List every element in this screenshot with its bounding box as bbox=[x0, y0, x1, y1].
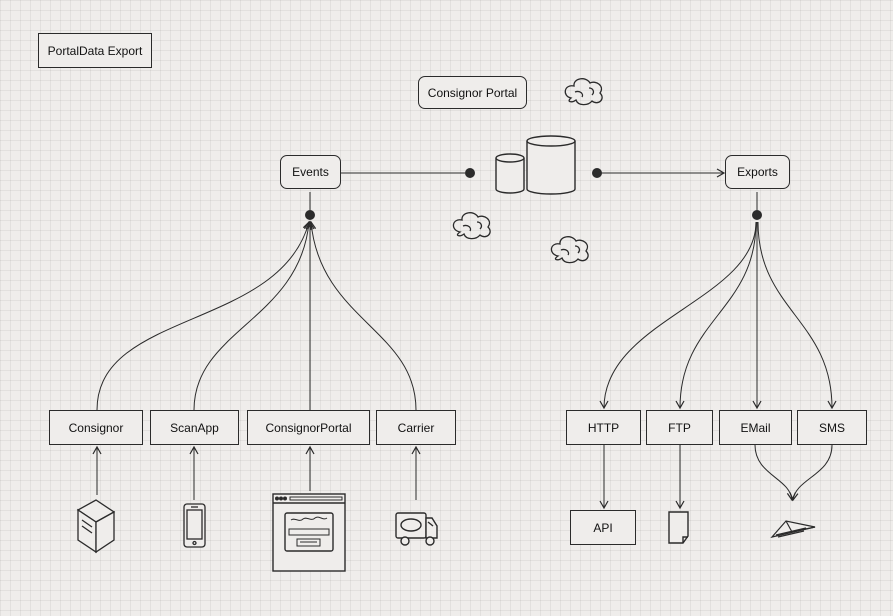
mobile-phone-icon bbox=[183, 503, 206, 548]
channel-sms: SMS bbox=[797, 410, 867, 445]
cloud-icon bbox=[550, 236, 589, 264]
exports-to-sms-line bbox=[757, 221, 837, 410]
web-browser-icon bbox=[272, 493, 346, 572]
consignor-portal-label: Consignor Portal bbox=[418, 76, 527, 109]
file-icon bbox=[668, 511, 689, 544]
paper-plane-icon bbox=[770, 520, 816, 539]
channel-email: EMail bbox=[719, 410, 792, 445]
sms-to-send-line bbox=[789, 444, 833, 502]
cloud-icon bbox=[564, 78, 603, 106]
cloud-icon bbox=[452, 212, 491, 240]
email-to-send-line bbox=[754, 444, 796, 502]
events-junction-dot bbox=[465, 168, 475, 178]
source-scanapp: ScanApp bbox=[150, 410, 239, 445]
scanapp-to-events-line bbox=[193, 220, 313, 411]
consignor-to-events-line bbox=[96, 220, 312, 411]
exports-branch-dot bbox=[752, 210, 762, 220]
exports-to-http-line bbox=[599, 221, 757, 410]
exports-to-ftp-line bbox=[675, 221, 757, 410]
diagram-title: PortalData Export bbox=[38, 33, 152, 68]
channel-http: HTTP bbox=[566, 410, 641, 445]
source-carrier: Carrier bbox=[376, 410, 456, 445]
delivery-truck-icon bbox=[395, 512, 438, 546]
source-consignor: Consignor bbox=[49, 410, 143, 445]
api-target: API bbox=[570, 510, 636, 545]
database-icon bbox=[495, 135, 576, 195]
channel-ftp: FTP bbox=[646, 410, 713, 445]
source-consignorportal: ConsignorPortal bbox=[247, 410, 370, 445]
events-node: Events bbox=[280, 155, 341, 189]
carrier-to-events-line bbox=[307, 220, 417, 411]
exports-node: Exports bbox=[725, 155, 790, 189]
package-box-icon bbox=[76, 499, 116, 554]
